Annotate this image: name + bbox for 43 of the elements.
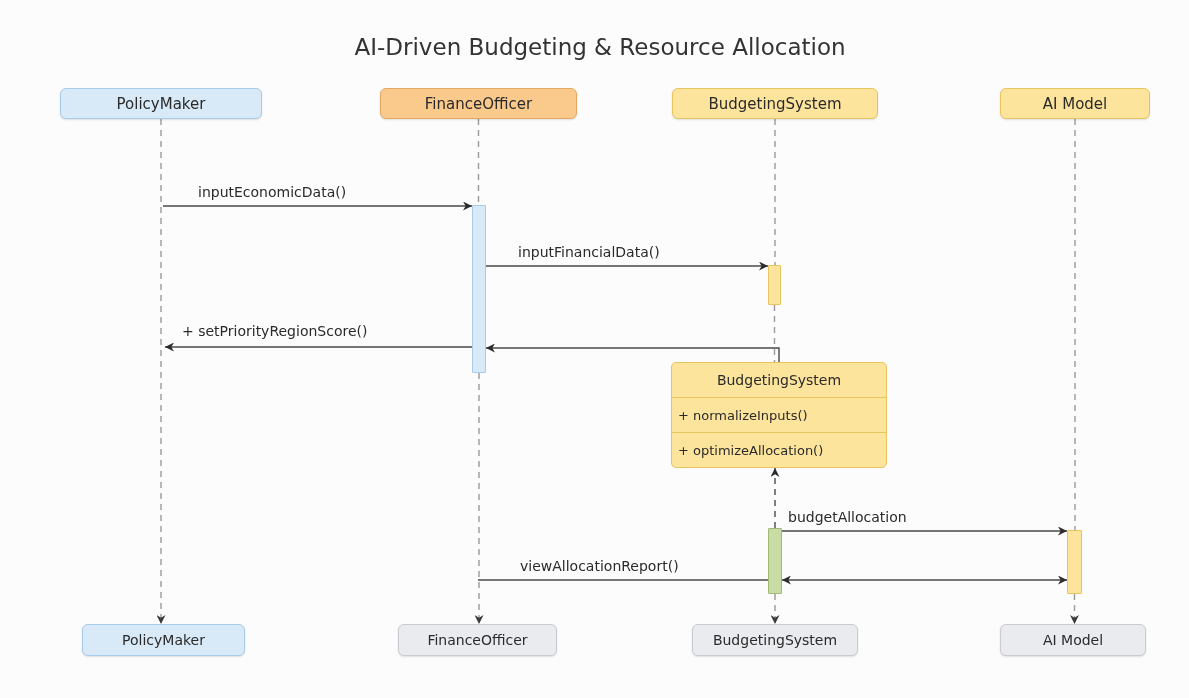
lifeline xyxy=(770,593,780,625)
lifeline xyxy=(1070,593,1079,625)
lifeline xyxy=(156,118,166,625)
lifeline xyxy=(474,372,484,625)
participant-name: FinanceOfficer xyxy=(424,94,533,113)
method-text: + normalizeInputs() xyxy=(672,397,886,432)
activation-bar xyxy=(768,265,781,305)
message-arrow xyxy=(164,342,473,352)
activation-bar xyxy=(472,205,486,373)
message-arrow xyxy=(485,261,769,271)
message-arrow xyxy=(781,526,1068,536)
message-arrow xyxy=(162,201,473,211)
participant-name: AI Model xyxy=(1042,632,1104,648)
activation-bar xyxy=(1067,530,1082,594)
message-label: viewAllocationReport() xyxy=(518,557,681,575)
participant-name: PolicyMaker xyxy=(116,94,206,113)
participant-box xyxy=(672,88,878,119)
message-label: budgetAllocation xyxy=(786,508,909,526)
message-arrow xyxy=(485,343,780,363)
participant-box xyxy=(60,88,262,119)
diagram-title: AI-Driven Budgeting & Resource Allocation xyxy=(354,34,846,60)
message-arrow xyxy=(781,575,1068,585)
message-label: + setPriorityRegionScore() xyxy=(180,322,370,340)
activation-bar xyxy=(768,528,782,594)
return-arrow xyxy=(770,467,780,529)
lifeline xyxy=(1074,118,1076,531)
class-box xyxy=(671,362,887,468)
participant-box xyxy=(398,624,557,656)
participant-name: BudgetingSystem xyxy=(708,94,842,113)
participant-box xyxy=(1000,624,1146,656)
participant-box xyxy=(692,624,858,656)
lifeline xyxy=(774,118,776,266)
participant-name: FinanceOfficer xyxy=(427,632,528,648)
participant-name: PolicyMaker xyxy=(122,632,205,648)
participant-box xyxy=(380,88,577,119)
lifeline xyxy=(773,304,776,363)
class-name: BudgetingSystem xyxy=(715,371,843,390)
message-label: inputFinancialData() xyxy=(516,243,662,261)
participant-name: AI Model xyxy=(1042,94,1108,113)
participant-box xyxy=(82,624,245,656)
participant-name: BudgetingSystem xyxy=(712,632,838,648)
method-text: + optimizeAllocation() xyxy=(672,432,886,467)
participant-box xyxy=(1000,88,1150,119)
